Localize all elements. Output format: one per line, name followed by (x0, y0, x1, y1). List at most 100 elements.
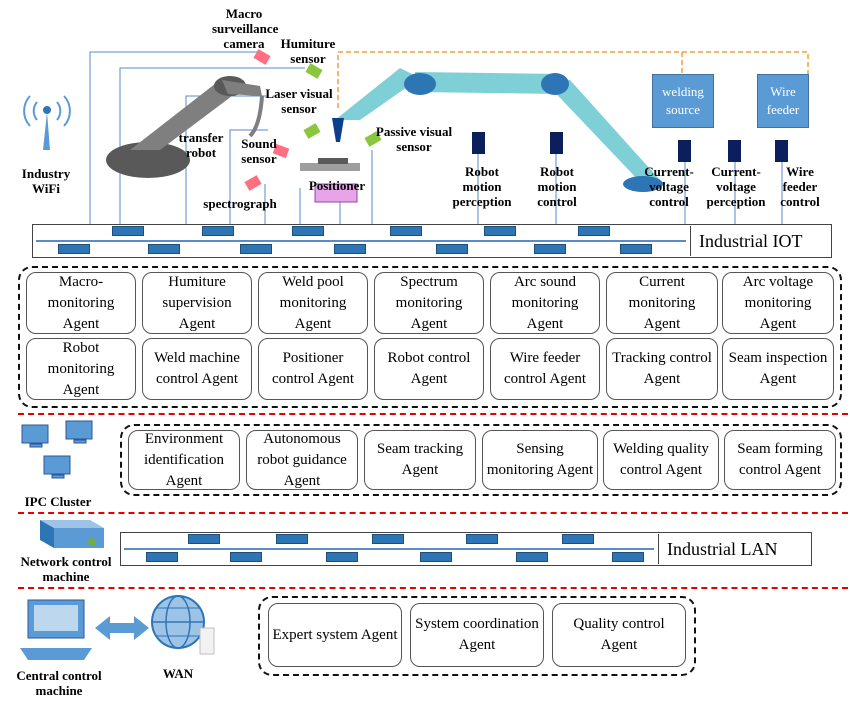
transfer-robot-icon (106, 76, 264, 178)
layer-divider (18, 413, 848, 415)
iot-node (240, 244, 272, 254)
lan-node (420, 552, 452, 562)
cv-perception-unit (728, 140, 741, 162)
network-machine-icon (40, 520, 104, 548)
current-voltage-control-label: Current-voltage control (644, 164, 694, 209)
iot-node (292, 226, 324, 236)
positioner-label: Positioner (308, 178, 366, 193)
iot-node (58, 244, 90, 254)
industrial-iot-label: Industrial IOT (690, 226, 830, 256)
iot-node (620, 244, 652, 254)
control-link-line (337, 51, 809, 108)
industrial-lan-label: Industrial LAN (658, 534, 810, 564)
agent-box: Welding quality control Agent (603, 430, 719, 490)
wire-feeder-box: Wire feeder (757, 74, 809, 128)
globe-icon (151, 595, 215, 655)
iot-node (436, 244, 468, 254)
lan-node (146, 552, 178, 562)
lan-node (276, 534, 308, 544)
laser-sensor-icon (303, 123, 321, 139)
agent-box: Arc sound monitoring Agent (490, 272, 600, 334)
iot-node (112, 226, 144, 236)
agent-box: Seam tracking Agent (364, 430, 476, 490)
agent-box: Autonomous robot guidance Agent (246, 430, 358, 490)
passive-sensor-icon (364, 131, 382, 147)
laser-visual-label: Laser visual sensor (265, 86, 333, 116)
iot-node (484, 226, 516, 236)
wire-control-unit (775, 140, 788, 162)
sound-sensor-icon (272, 143, 290, 159)
welding-robot-arm-icon (332, 68, 663, 192)
current-voltage-perception-label: Current-voltage perception (706, 164, 766, 209)
central-machine-icon (20, 599, 92, 660)
industry-wifi-label: Industry WiFi (21, 166, 71, 196)
layer-divider (18, 512, 848, 514)
agent-box: Humiture supervision Agent (142, 272, 252, 334)
ipc-cluster-label: IPC Cluster (24, 494, 92, 509)
sound-sensor-label: Sound sensor (241, 136, 277, 166)
agent-group-ipc (120, 424, 842, 496)
agent-box: Current monitoring Agent (606, 272, 718, 334)
passive-visual-label: Passive visual sensor (375, 124, 453, 154)
agent-box: Weld pool monitoring Agent (258, 272, 368, 334)
lan-node (230, 552, 262, 562)
lan-node (612, 552, 644, 562)
iot-node (578, 226, 610, 236)
robot-motion-perception-label: Robot motion perception (452, 164, 512, 209)
agent-box: Seam forming control Agent (724, 430, 836, 490)
wifi-antenna-icon (23, 95, 71, 150)
agent-box: Robot control Agent (374, 338, 484, 400)
humiture-sensor-label: Humiture sensor (280, 36, 336, 66)
lan-node (326, 552, 358, 562)
iot-node (148, 244, 180, 254)
agent-group-central (258, 596, 696, 676)
agent-box: Expert system Agent (268, 603, 402, 667)
agent-box: Arc voltage monitoring Agent (722, 272, 834, 334)
agent-box: Spectrum monitoring Agent (374, 272, 484, 334)
lan-node (188, 534, 220, 544)
agent-group-sensing (18, 266, 842, 408)
lan-node (372, 534, 404, 544)
welding-source-box: welding source (652, 74, 714, 128)
lan-node (562, 534, 594, 544)
lan-node (516, 552, 548, 562)
agent-box: System coordination Agent (410, 603, 544, 667)
cv-control-unit (678, 140, 691, 162)
agent-box: Weld machine control Agent (142, 338, 252, 400)
network-control-label: Network control machine (20, 554, 112, 584)
lan-bus-line (124, 548, 654, 550)
agent-box: Positioner control Agent (258, 338, 368, 400)
iot-node (390, 226, 422, 236)
central-control-label: Central control machine (16, 668, 102, 698)
robot-control-unit (550, 132, 563, 154)
spectrograph-icon (244, 175, 262, 191)
layer-divider (18, 587, 848, 589)
transfer-robot-label: transfer robot (178, 130, 224, 160)
sensor-connections (89, 51, 783, 228)
iot-node (334, 244, 366, 254)
wan-label: WAN (162, 666, 194, 681)
agent-box: Quality control Agent (552, 603, 686, 667)
robot-perception-unit (472, 132, 485, 154)
agent-box: Sensing monitoring Agent (482, 430, 598, 490)
macro-camera-label: Macro surveillance camera (212, 6, 279, 51)
humiture-sensor-icon (305, 63, 323, 79)
positioner-icon (300, 158, 360, 203)
iot-node (202, 226, 234, 236)
iot-bus-line (36, 240, 686, 242)
bidirectional-arrow-icon (95, 616, 149, 640)
agent-box: Macro-monitoring Agent (26, 272, 136, 334)
lan-node (466, 534, 498, 544)
agent-box: Robot monitoring Agent (26, 338, 136, 400)
agent-box: Seam inspection Agent (722, 338, 834, 400)
spectrograph-label: spectrograph (203, 196, 277, 211)
robot-motion-control-label: Robot motion control (537, 164, 577, 209)
agent-box: Tracking control Agent (606, 338, 718, 400)
agent-box: Wire feeder control Agent (490, 338, 600, 400)
agent-box: Environment identification Agent (128, 430, 240, 490)
ipc-cluster-icon (21, 420, 93, 479)
wire-feeder-control-label: Wire feeder control (780, 164, 820, 209)
iot-node (534, 244, 566, 254)
macro-camera-icon (253, 49, 271, 65)
